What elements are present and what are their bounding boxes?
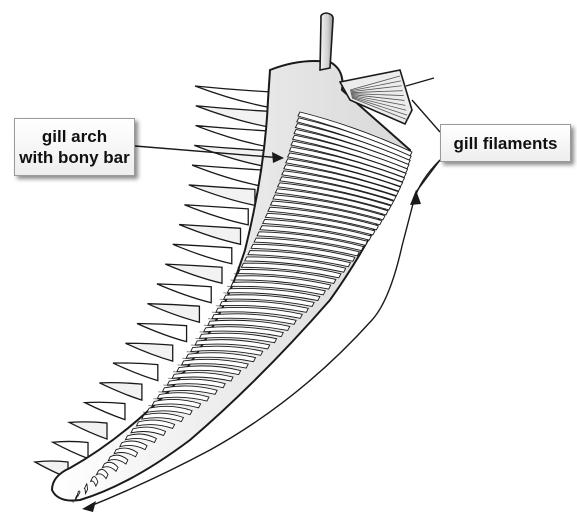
gill-raker bbox=[157, 284, 211, 303]
gill-raker bbox=[113, 363, 158, 381]
gill-raker bbox=[196, 126, 269, 147]
gill-filaments-leader-line bbox=[416, 160, 440, 192]
gill-filaments-label: gill filaments bbox=[440, 124, 571, 162]
gill-raker bbox=[53, 441, 88, 458]
gill-raker bbox=[196, 106, 272, 128]
gill-raker bbox=[99, 383, 141, 400]
gill-raker bbox=[125, 343, 172, 361]
gill-raker bbox=[179, 225, 240, 245]
blood-vessel-stem bbox=[320, 13, 333, 70]
gill-raker bbox=[189, 185, 255, 205]
gill-raker bbox=[192, 165, 261, 186]
gill-filaments-leader-tick bbox=[412, 100, 440, 132]
gill-raker bbox=[137, 323, 187, 341]
gill-filaments-top-tick bbox=[406, 78, 434, 86]
gill-raker bbox=[184, 205, 248, 225]
gill-raker bbox=[173, 244, 232, 263]
gill-raker bbox=[195, 86, 273, 108]
gill-arch-label-line2: with bony bar bbox=[15, 147, 134, 168]
gill-raker bbox=[165, 264, 222, 283]
flow-arrowhead-top bbox=[410, 190, 421, 205]
gill-raker bbox=[69, 422, 107, 439]
gill-arch-label: gill arch with bony bar bbox=[14, 118, 135, 176]
flow-arrowhead-bottom bbox=[82, 501, 96, 512]
gill-arch-label-line1: gill arch bbox=[15, 126, 134, 147]
gill-raker bbox=[147, 304, 199, 323]
gill-raker bbox=[85, 402, 125, 419]
